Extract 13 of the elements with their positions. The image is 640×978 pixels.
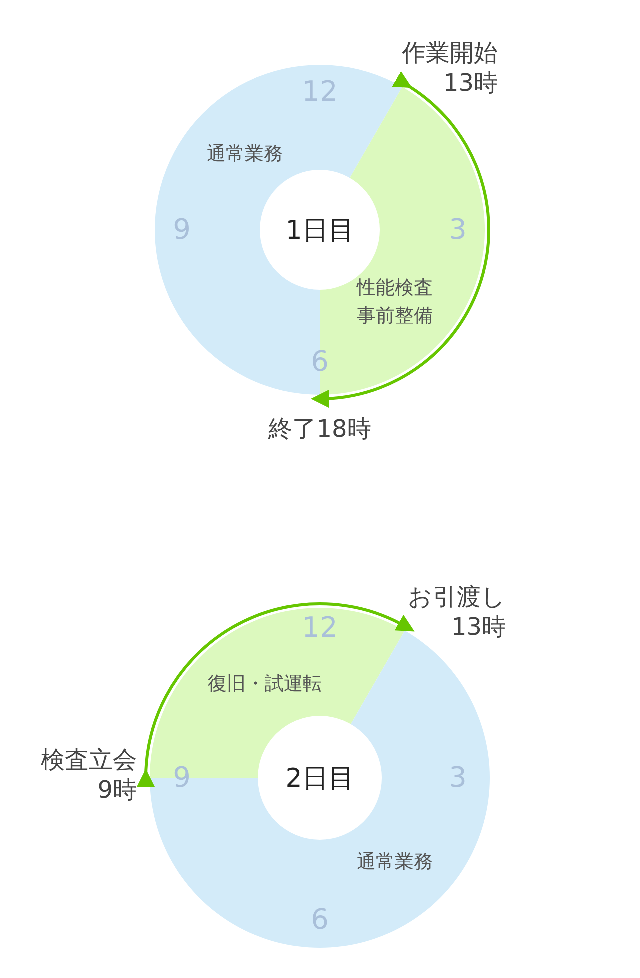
time-label: お引渡し13時 bbox=[408, 583, 506, 641]
time-label: 終了18時 bbox=[268, 415, 372, 443]
clock-number: 3 bbox=[448, 213, 468, 247]
clock-number: 12 bbox=[301, 611, 339, 645]
clock-number: 9 bbox=[172, 761, 192, 795]
clock-number: 6 bbox=[310, 345, 330, 379]
segment-label: 通常業務 bbox=[206, 142, 284, 167]
time-label: 作業開始13時 bbox=[402, 39, 498, 97]
segment-label: 復旧・試運転 bbox=[208, 672, 322, 697]
arc-arrow bbox=[311, 71, 490, 408]
arc-arrow bbox=[136, 602, 416, 788]
time-label: 検査立会9時 bbox=[41, 746, 137, 804]
segment-label: 通常業務 bbox=[356, 850, 434, 875]
